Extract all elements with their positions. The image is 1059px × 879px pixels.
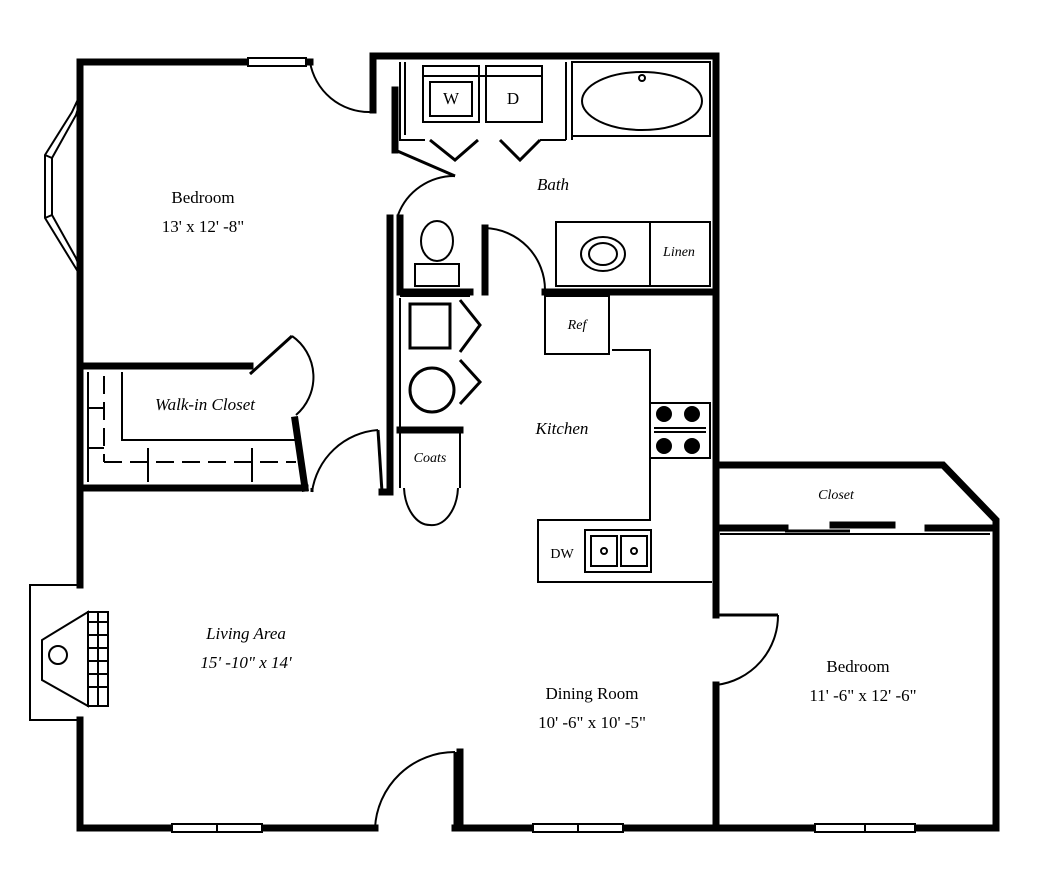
kitchen-name: Kitchen xyxy=(535,419,589,438)
bath-name: Bath xyxy=(537,175,569,194)
bedroom1-name: Bedroom xyxy=(171,188,234,207)
bath-sink xyxy=(580,236,626,272)
bedroom2-size: 11' -6" x 12' -6" xyxy=(809,686,916,705)
linen-name: Linen xyxy=(662,245,695,260)
bay-window xyxy=(44,94,81,276)
bedroom2-name: Bedroom xyxy=(826,657,889,676)
washer-label: W xyxy=(443,89,460,108)
bathtub xyxy=(581,71,703,131)
doors xyxy=(248,61,780,829)
kitchen-sink xyxy=(584,529,652,573)
dryer xyxy=(485,65,543,123)
walkin-closet-name: Walk-in Closet xyxy=(155,395,256,414)
room-labels: Bedroom 13' x 12' -8" Walk-in Closet Bat… xyxy=(155,175,917,732)
fixtures xyxy=(408,65,711,573)
coats-name: Coats xyxy=(414,451,447,466)
bedroom1-size: 13' x 12' -8" xyxy=(162,217,244,236)
toilet xyxy=(420,220,454,262)
fixture-labels: W D Ref DW xyxy=(443,89,588,562)
dryer-label: D xyxy=(507,89,519,108)
living-area-size: 15' -10" x 14' xyxy=(200,653,292,672)
dining-room-name: Dining Room xyxy=(545,684,638,703)
dining-room-size: 10' -6" x 10' -5" xyxy=(538,713,646,732)
washer xyxy=(422,65,480,123)
fireplace xyxy=(29,584,109,721)
dw-label: DW xyxy=(550,547,574,562)
refrigerator xyxy=(544,295,610,355)
window-top-bedroom xyxy=(247,57,307,67)
ref-label: Ref xyxy=(567,318,589,333)
interior-walls xyxy=(76,61,1000,832)
living-area-name: Living Area xyxy=(205,624,286,643)
windows-bottom xyxy=(171,823,916,833)
closet-name: Closet xyxy=(818,488,855,503)
walkin-shelves xyxy=(87,372,296,482)
stove xyxy=(649,402,711,459)
